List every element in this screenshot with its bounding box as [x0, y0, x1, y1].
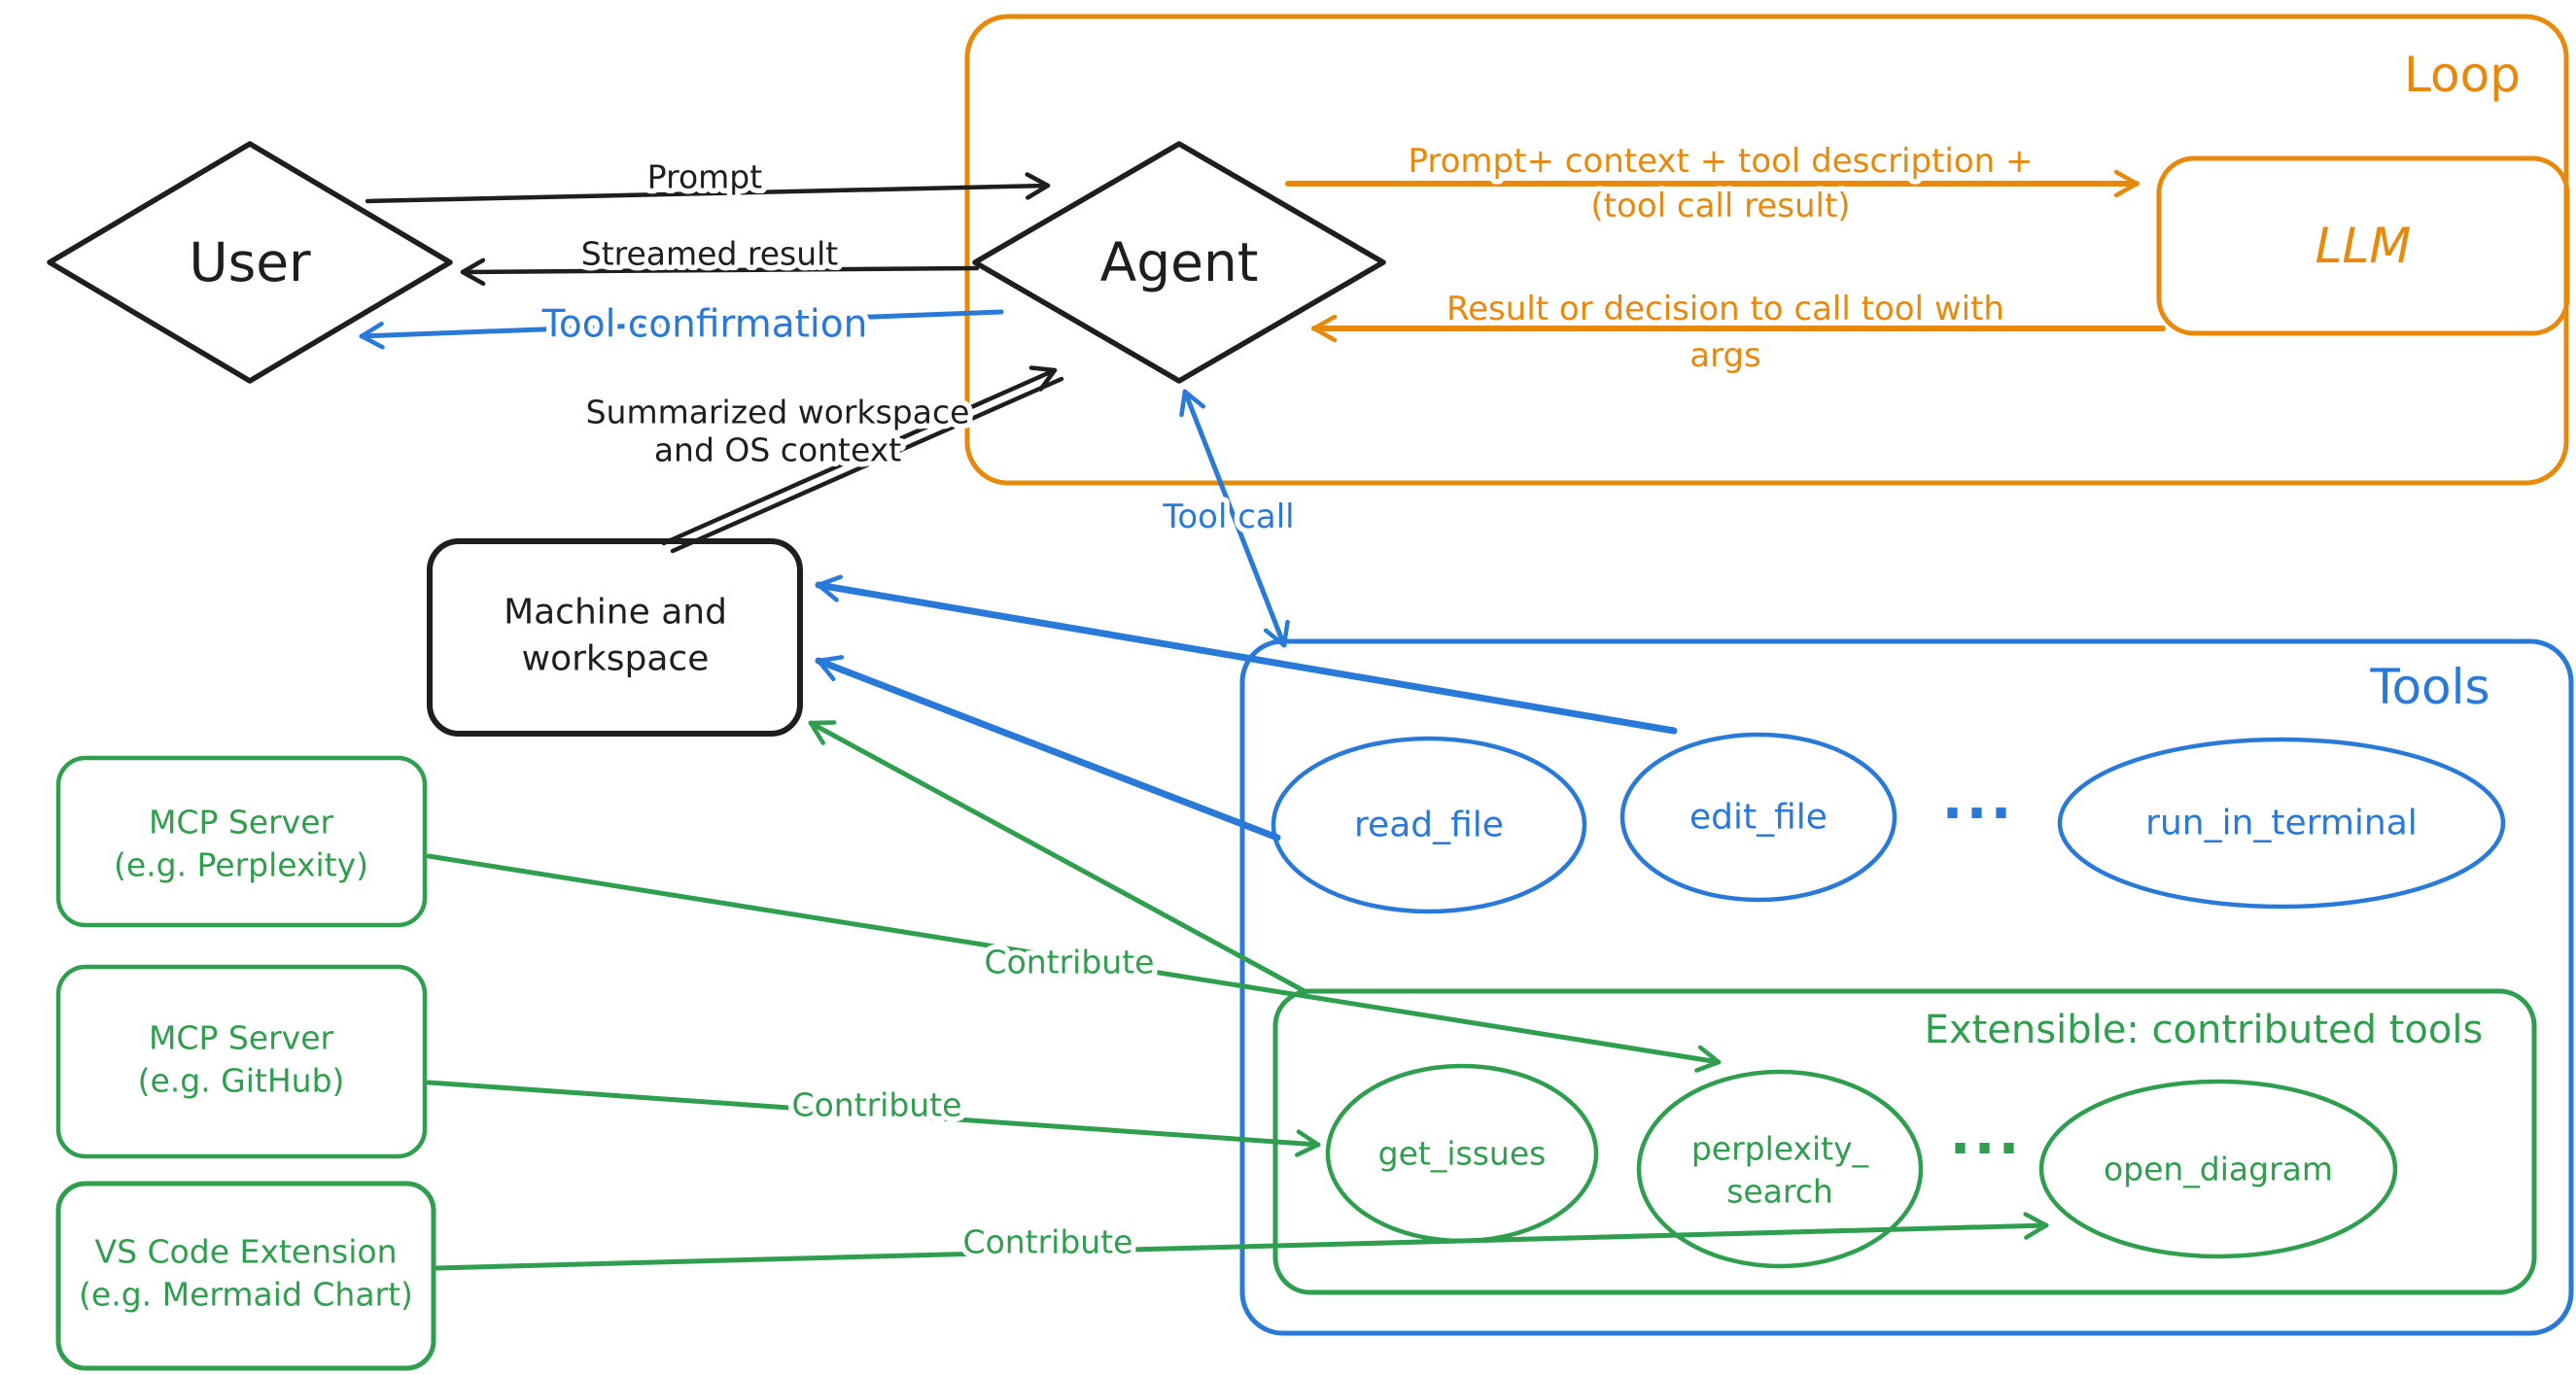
read-file-tool-node	[1271, 736, 1587, 914]
agent-to-llm-label-line2: (tool call result)	[1590, 187, 1850, 225]
edit-file-tool-node	[1619, 732, 1897, 903]
perplexity-search-label-line1: perplexity_	[1691, 1130, 1869, 1168]
agent-node	[972, 141, 1386, 384]
llm-label: LLM	[2315, 218, 2412, 274]
agent-label: Agent	[1100, 231, 1259, 293]
user-label: User	[189, 231, 311, 293]
agent-to-llm-label-line1: Prompt+ context + tool description +	[1408, 142, 2033, 181]
tools-title: Tools	[2369, 659, 2489, 715]
contribute-perplexity-label: Contribute	[985, 944, 1155, 981]
perplexity-search-tool-node	[1636, 1069, 1924, 1269]
machine-label-line2: workspace	[522, 639, 710, 679]
run-in-terminal-label: run_in_terminal	[2145, 804, 2418, 843]
mcp-perplexity-label-line2: (e.g. Perplexity)	[114, 846, 368, 884]
vscode-extension-label-line1: VS Code Extension	[95, 1233, 398, 1271]
mcp-github-label-line2: (e.g. GitHub)	[138, 1062, 345, 1100]
streamed-result-arrow-label: Streamed result	[581, 235, 839, 273]
workspace-context-label-line1: Summarized workspace	[586, 394, 970, 431]
open-diagram-label: open_diagram	[2104, 1151, 2333, 1188]
edit-file-label: edit_file	[1689, 798, 1828, 838]
run-in-terminal-tool-node	[2057, 737, 2506, 910]
open-diagram-tool-node	[2038, 1079, 2398, 1259]
machine-workspace-node	[427, 538, 803, 737]
perplexity-search-label-line2: search	[1726, 1173, 1833, 1211]
tool-confirmation-arrow	[359, 309, 1004, 350]
mcp-server-perplexity-node	[55, 755, 428, 928]
contributed-tools-to-machine-arrow	[808, 720, 1307, 994]
get-issues-label: get_issues	[1378, 1135, 1547, 1173]
contribute-github-label: Contribute	[792, 1086, 962, 1124]
workspace-context-arrow	[661, 365, 1058, 546]
mcp-github-label-line1: MCP Server	[149, 1019, 334, 1057]
loop-title: Loop	[2404, 47, 2521, 103]
mcp-server-github-node	[55, 964, 428, 1159]
read-file-to-machine-arrow	[815, 655, 1281, 842]
builtin-tools-ellipsis: ...	[1941, 766, 2014, 832]
contribute-vscode-label: Contribute	[963, 1223, 1133, 1261]
contributed-tools-ellipsis: ...	[1949, 1101, 2022, 1167]
streamed-result-arrow	[460, 258, 980, 287]
prompt-arrow	[365, 172, 1051, 204]
prompt-arrow-label: Prompt	[647, 158, 762, 196]
tool-confirmation-arrow-label: Tool confirmation	[541, 303, 868, 347]
workspace-context-arrow-line2	[670, 376, 1064, 554]
llm-to-agent-label-line2: args	[1689, 336, 1761, 375]
tool-call-arrow	[1179, 389, 1290, 648]
extensible-tools-title: Extensible: contributed tools	[1925, 1008, 2484, 1052]
edit-file-to-machine-arrow	[815, 574, 1678, 735]
llm-node	[2156, 155, 2570, 336]
contribute-github-arrow	[426, 1080, 1321, 1157]
contribute-perplexity-arrow	[426, 853, 1722, 1073]
read-file-label: read_file	[1354, 806, 1504, 845]
vscode-extension-label-line2: (e.g. Mermaid Chart)	[79, 1276, 413, 1314]
tool-call-arrow-label: Tool call	[1162, 498, 1294, 536]
workspace-context-label-line2: and OS context	[654, 431, 901, 469]
contribute-vscode-arrow	[434, 1212, 2049, 1271]
user-node	[47, 141, 453, 384]
machine-label-line1: Machine and	[504, 593, 727, 633]
mcp-perplexity-label-line1: MCP Server	[149, 804, 334, 842]
vscode-extension-node	[55, 1181, 436, 1371]
llm-to-agent-label-line1: Result or decision to call tool with	[1446, 290, 2004, 328]
